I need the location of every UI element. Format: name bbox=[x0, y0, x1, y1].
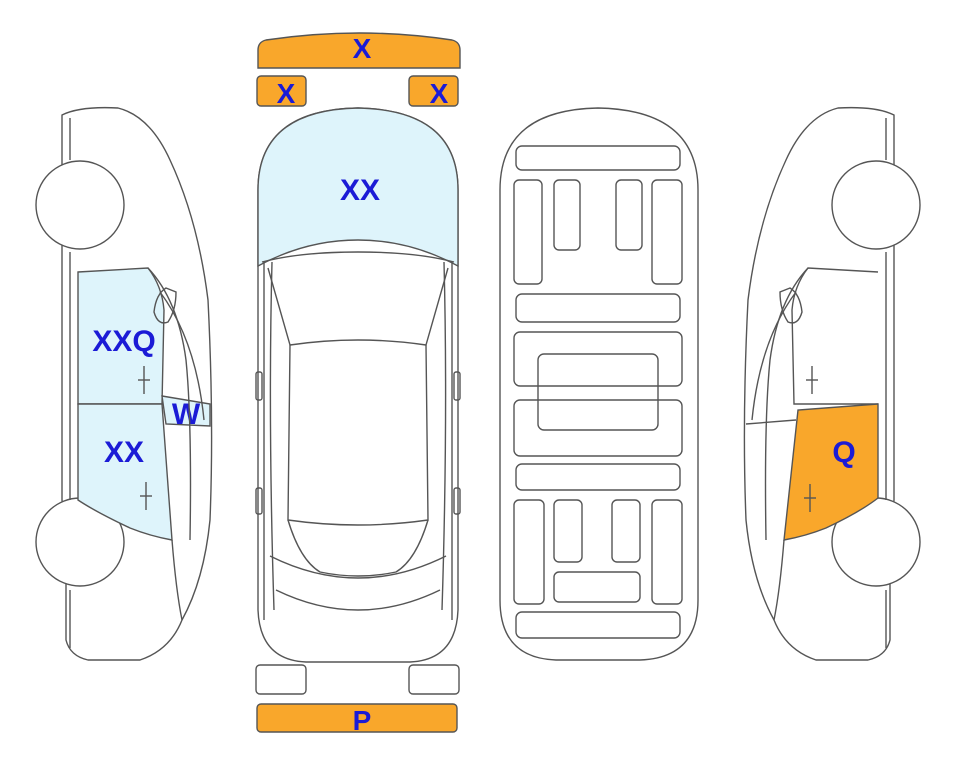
rear-bumper-group: P bbox=[255, 664, 460, 736]
front-bumper[interactable] bbox=[257, 32, 461, 69]
rear-bumper[interactable] bbox=[256, 703, 458, 733]
left-mirror-area-label: W bbox=[172, 398, 201, 431]
rear-bumper-label: P bbox=[353, 705, 372, 736]
front-bumper-group: X X X bbox=[256, 32, 461, 109]
left-rear-door-label: XX bbox=[104, 436, 144, 469]
right-rear-door[interactable] bbox=[783, 403, 879, 541]
taillight-right[interactable] bbox=[408, 664, 460, 695]
headlight-right[interactable] bbox=[408, 75, 459, 107]
right-front-wheel bbox=[831, 160, 921, 250]
headlight-left[interactable] bbox=[256, 75, 307, 107]
headlight-left-label: X bbox=[277, 78, 296, 109]
taillight-left[interactable] bbox=[255, 664, 307, 695]
right-side-view-car: Q bbox=[743, 106, 921, 661]
underside-view-car bbox=[499, 107, 699, 661]
left-mirror-area[interactable] bbox=[161, 395, 211, 427]
left-front-wheel bbox=[35, 160, 125, 250]
top-view-car: XX bbox=[255, 107, 461, 663]
left-front-door-label: XXQ bbox=[92, 325, 155, 358]
left-rear-door[interactable] bbox=[77, 403, 173, 541]
headlight-right-label: X bbox=[430, 78, 449, 109]
left-side-view-car: XXQ XX W bbox=[35, 106, 213, 661]
right-rear-door-label: Q bbox=[832, 436, 855, 469]
underside-body bbox=[499, 107, 699, 661]
hood-panel[interactable] bbox=[257, 107, 459, 268]
hood-label: XX bbox=[340, 174, 380, 207]
front-bumper-label: X bbox=[353, 33, 372, 64]
